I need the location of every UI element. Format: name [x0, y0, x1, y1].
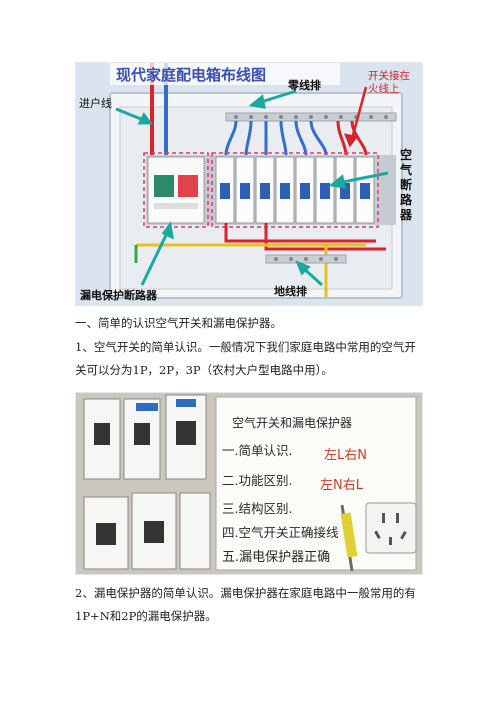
whiteboard-line-1: 一.简单认识. [222, 443, 292, 458]
label-air-breaker-2: 气 [399, 162, 412, 177]
whiteboard-line-4: 四.空气开关正确接线 [222, 525, 339, 540]
label-air-breaker-4: 路 [400, 192, 413, 207]
diagram-title: 现代家庭配电箱布线图 [116, 66, 266, 84]
whiteboard-line-3: 三.结构区别. [222, 501, 292, 516]
label-air-breaker-3: 断 [400, 177, 412, 192]
whiteboard-note-1: 左L右N [324, 448, 367, 463]
label-switch-note-1: 开关接在 [368, 69, 410, 82]
section-heading: 一、简单的认识空气开关和漏电保护器。 [75, 316, 282, 330]
breaker-whiteboard-photo: 空气开关和漏电保护器 一.简单认识. 左L右N 二.功能区别. 左N右L 三.结… [75, 392, 423, 575]
whiteboard-line-2: 二.功能区别. [222, 473, 292, 488]
paragraph-leakage-protector: 2、漏电保护器的简单认识。漏电保护器在家庭电路中一般常用的有1P+N和2P的漏电… [75, 586, 416, 623]
label-neutral-bar: 零线排 [287, 78, 321, 92]
whiteboard-title: 空气开关和漏电保护器 [232, 415, 352, 430]
label-incoming-line: 进户线 [79, 96, 112, 110]
wiring-diagram-illustration: 现代家庭配电箱布线图 进户线 零线排 开关接在 火线上 空 气 断 路 器 地线… [76, 63, 422, 305]
breakers-and-whiteboard-illustration: 空气开关和漏电保护器 一.简单认识. 左L右N 二.功能区别. 左N右L 三.结… [76, 393, 422, 574]
label-ground-bar: 地线排 [274, 284, 307, 298]
distribution-box-wiring-photo: 现代家庭配电箱布线图 进户线 零线排 开关接在 火线上 空 气 断 路 器 地线… [75, 62, 423, 306]
whiteboard-line-5: 五.漏电保护器正确 [222, 549, 330, 565]
label-switch-note-2: 火线上 [368, 82, 400, 95]
label-air-breaker-5: 器 [399, 208, 413, 222]
label-leakage-breaker: 漏电保护断路器 [80, 288, 158, 302]
paragraph-air-switch: 1、空气开关的简单认识。一般情况下我们家庭电路中常用的空气开关可以分为1P，2P… [75, 340, 416, 377]
whiteboard-note-2: 左N右L [320, 478, 364, 493]
label-air-breaker-1: 空 [400, 147, 412, 162]
